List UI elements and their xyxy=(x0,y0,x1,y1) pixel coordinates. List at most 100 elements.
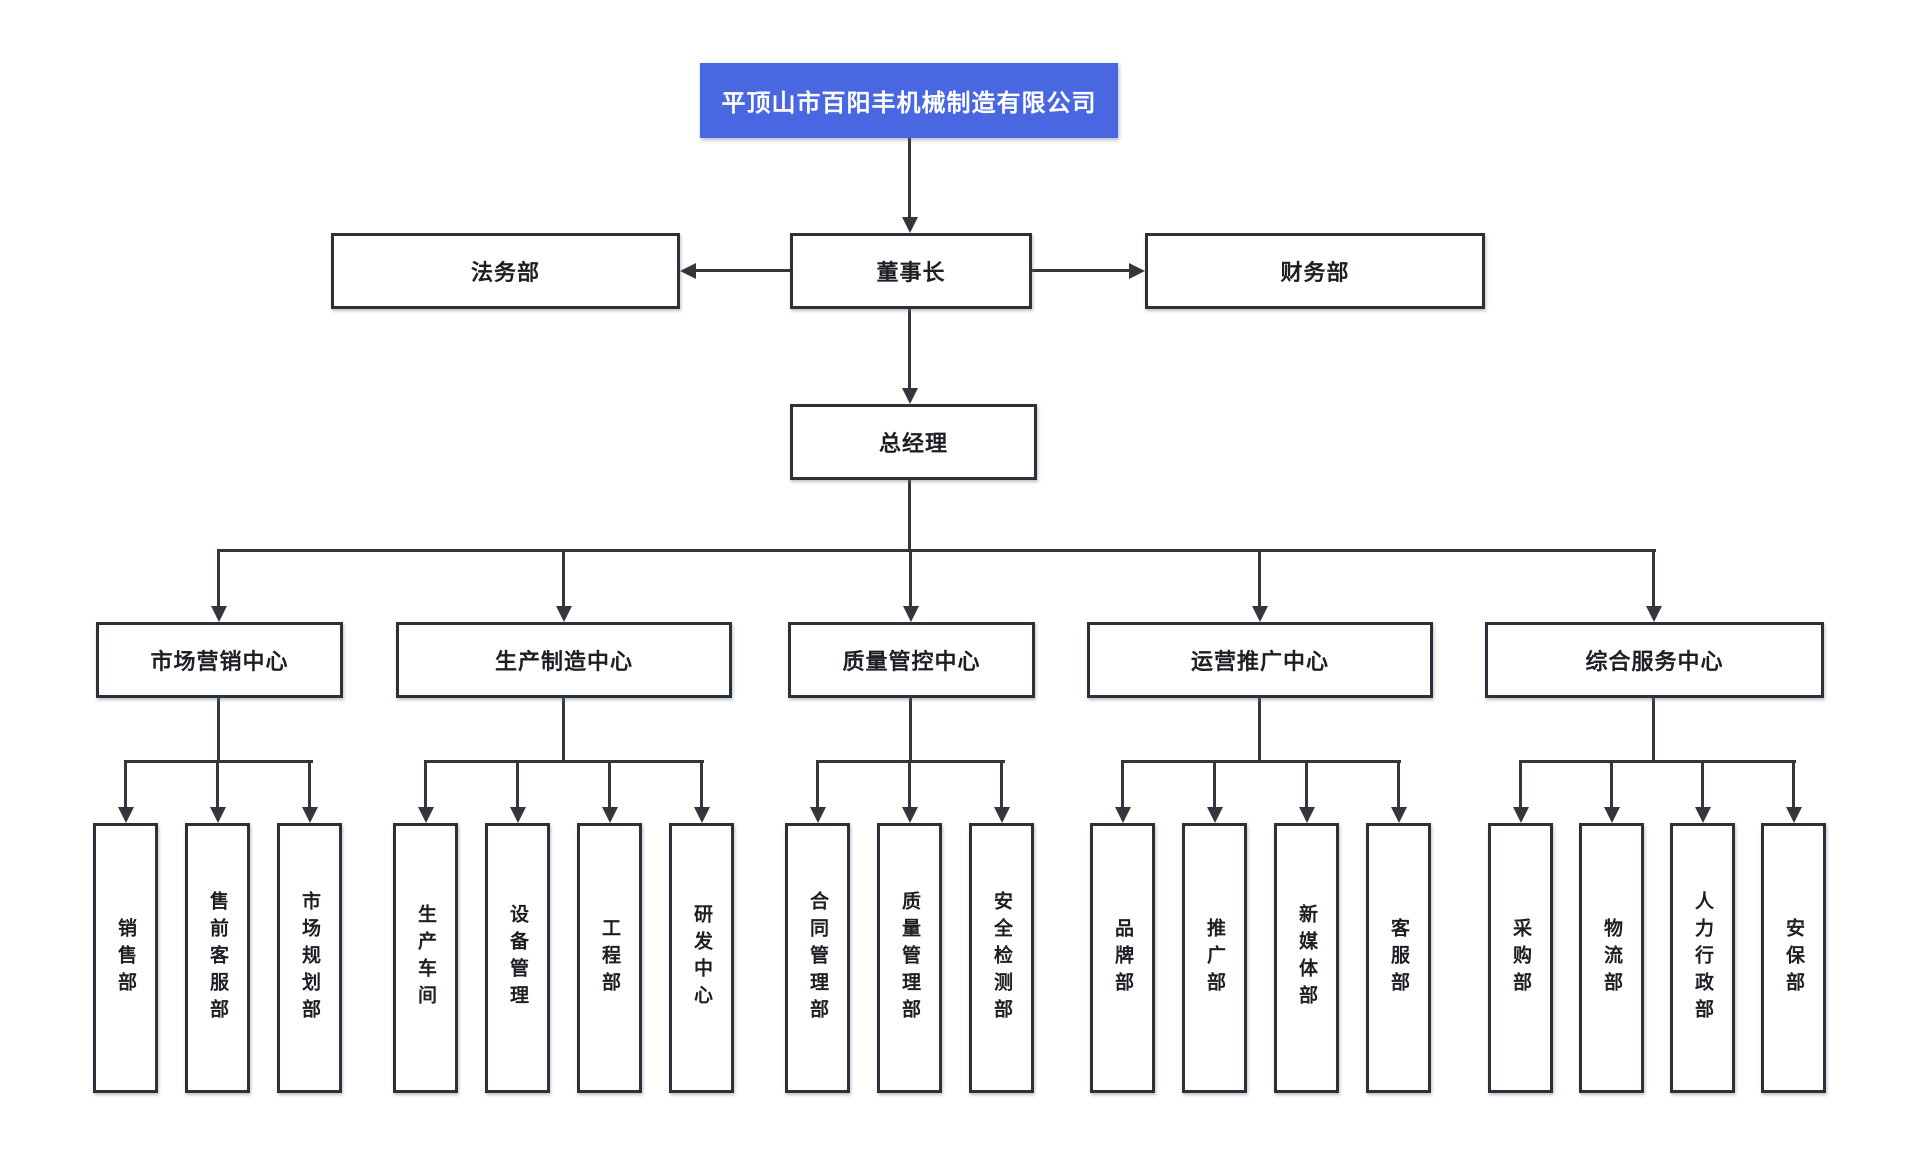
connector-line xyxy=(1652,698,1655,762)
node-security-dept: 安保部 xyxy=(1761,823,1826,1093)
arrowhead-left xyxy=(680,263,696,279)
connector-line xyxy=(1519,762,1522,808)
chairman-label: 董事长 xyxy=(876,260,946,285)
connector-line xyxy=(816,762,819,808)
connector-line xyxy=(1610,762,1613,808)
arrowhead-down xyxy=(1115,807,1131,823)
connector-line xyxy=(124,760,313,763)
node-rd-center: 研发中心 xyxy=(669,823,734,1093)
connector-line xyxy=(1032,269,1129,272)
connector-line xyxy=(1258,698,1261,762)
arrowhead-down xyxy=(902,388,918,404)
rd-center-label: 研发中心 xyxy=(691,904,712,1012)
connector-line xyxy=(217,550,220,607)
connector-line xyxy=(424,760,704,763)
presales-service-dept-label: 售前客服部 xyxy=(207,890,228,1026)
node-hr-admin-dept: 人力行政部 xyxy=(1670,823,1735,1093)
arrowhead-down xyxy=(1604,807,1620,823)
connector-line xyxy=(562,698,565,762)
arrowhead-right xyxy=(1129,263,1145,279)
arrowhead-down xyxy=(994,807,1010,823)
connector-line xyxy=(1121,760,1401,763)
company-root-label: 平顶山市百阳丰机械制造有限公司 xyxy=(721,90,1097,117)
connector-line xyxy=(1258,550,1261,607)
connector-line xyxy=(1305,762,1308,808)
node-quality-management-dept: 质量管理部 xyxy=(877,823,942,1093)
procurement-dept-label: 采购部 xyxy=(1510,917,1531,999)
arrowhead-down xyxy=(1513,807,1529,823)
operations-center-label: 运营推广中心 xyxy=(1190,649,1329,674)
arrowhead-down xyxy=(118,807,134,823)
production-workshop-label: 生产车间 xyxy=(415,904,436,1012)
arrowhead-down xyxy=(1252,606,1268,622)
node-sales-dept: 销售部 xyxy=(93,823,158,1093)
equipment-management-label: 设备管理 xyxy=(507,904,528,1012)
node-general-manager: 总经理 xyxy=(790,404,1037,480)
brand-dept-label: 品牌部 xyxy=(1112,917,1133,999)
node-chairman: 董事长 xyxy=(790,233,1032,309)
connector-line xyxy=(1000,762,1003,808)
connector-line xyxy=(1213,762,1216,808)
security-dept-label: 安保部 xyxy=(1783,917,1804,999)
node-equipment-management: 设备管理 xyxy=(485,823,550,1093)
connector-line xyxy=(216,762,219,808)
connector-line xyxy=(1397,762,1400,808)
arrowhead-down xyxy=(1391,807,1407,823)
connector-line xyxy=(700,762,703,808)
node-customer-service-dept: 客服部 xyxy=(1366,823,1431,1093)
arrowhead-down xyxy=(302,807,318,823)
engineering-dept-label: 工程部 xyxy=(599,917,620,999)
arrowhead-down xyxy=(1646,606,1662,622)
node-safety-inspection-dept: 安全检测部 xyxy=(969,823,1034,1093)
arrowhead-down xyxy=(556,606,572,622)
node-production-center: 生产制造中心 xyxy=(396,622,732,698)
node-production-workshop: 生产车间 xyxy=(393,823,458,1093)
node-presales-service-dept: 售前客服部 xyxy=(185,823,250,1093)
node-promotion-dept: 推广部 xyxy=(1182,823,1247,1093)
node-services-center: 综合服务中心 xyxy=(1485,622,1824,698)
connector-line xyxy=(909,550,912,607)
contract-management-dept-label: 合同管理部 xyxy=(807,890,828,1026)
hr-admin-dept-label: 人力行政部 xyxy=(1692,890,1713,1026)
arrowhead-down xyxy=(211,606,227,622)
connector-line xyxy=(908,480,911,551)
connector-line xyxy=(696,269,790,272)
node-legal-dept: 法务部 xyxy=(331,233,680,309)
connector-line xyxy=(217,549,1656,552)
production-center-label: 生产制造中心 xyxy=(494,649,633,674)
arrowhead-down xyxy=(1695,807,1711,823)
node-engineering-dept: 工程部 xyxy=(577,823,642,1093)
arrowhead-down xyxy=(902,807,918,823)
node-new-media-dept: 新媒体部 xyxy=(1274,823,1339,1093)
connector-line xyxy=(308,762,311,808)
customer-service-dept-label: 客服部 xyxy=(1388,917,1409,999)
connector-line xyxy=(608,762,611,808)
services-center-label: 综合服务中心 xyxy=(1585,649,1724,674)
connector-line xyxy=(516,762,519,808)
arrowhead-down xyxy=(810,807,826,823)
arrowhead-down xyxy=(418,807,434,823)
connector-line xyxy=(1701,762,1704,808)
marketing-center-label: 市场营销中心 xyxy=(150,649,289,674)
node-procurement-dept: 采购部 xyxy=(1488,823,1553,1093)
node-contract-management-dept: 合同管理部 xyxy=(785,823,850,1093)
connector-line xyxy=(1121,762,1124,808)
arrowhead-down xyxy=(694,807,710,823)
arrowhead-down xyxy=(1786,807,1802,823)
connector-line xyxy=(562,550,565,607)
arrowhead-down xyxy=(1299,807,1315,823)
node-market-planning-dept: 市场规划部 xyxy=(277,823,342,1093)
connector-line xyxy=(908,309,911,389)
market-planning-dept-label: 市场规划部 xyxy=(299,890,320,1026)
node-operations-center: 运营推广中心 xyxy=(1087,622,1433,698)
arrowhead-down xyxy=(602,807,618,823)
connector-line xyxy=(816,760,1005,763)
node-marketing-center: 市场营销中心 xyxy=(96,622,343,698)
arrowhead-down xyxy=(903,606,919,622)
connector-line xyxy=(909,698,912,762)
connector-line xyxy=(1652,550,1655,607)
connector-line xyxy=(908,762,911,808)
connector-line xyxy=(908,138,911,218)
node-company-root: 平顶山市百阳丰机械制造有限公司 xyxy=(700,63,1118,138)
